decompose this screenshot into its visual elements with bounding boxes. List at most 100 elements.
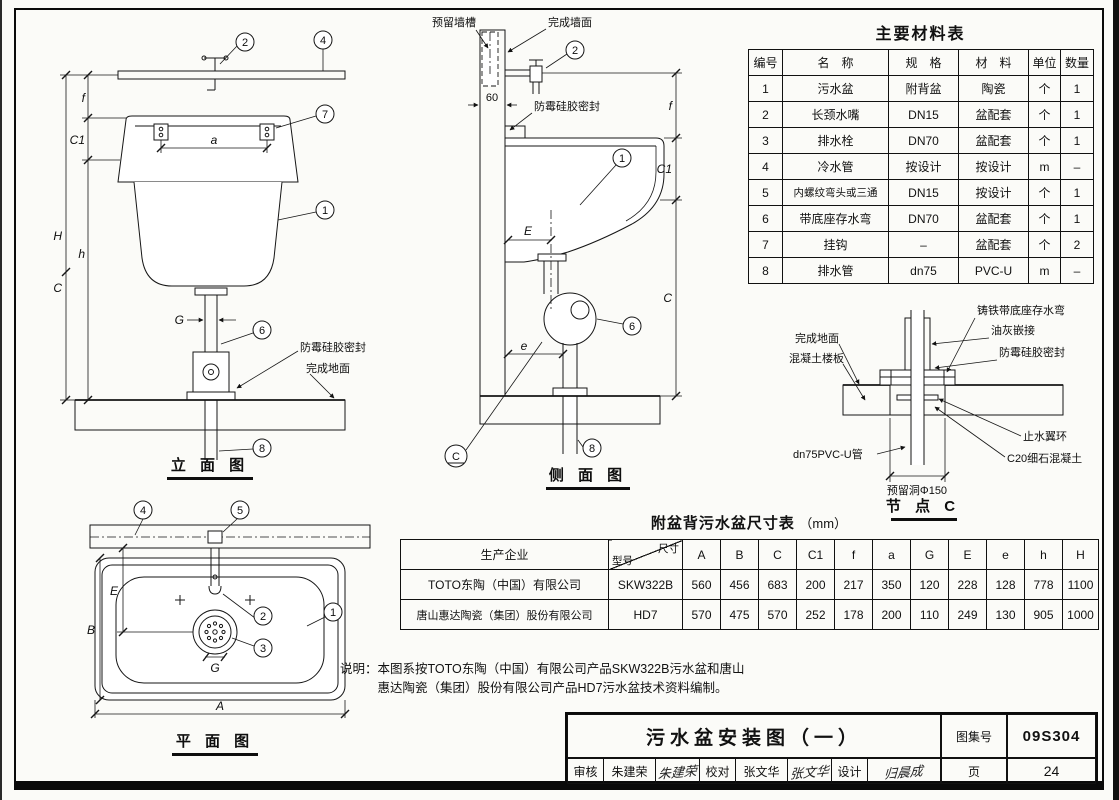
node-slab-label: 混凝土楼板 (789, 351, 844, 365)
dim-col-h: h (1024, 539, 1063, 570)
checker-label: 校对 (700, 759, 736, 783)
size-row-toto: TOTO东陶（中国）有限公司 SKW322B 560 456 683 200 2… (400, 569, 1099, 600)
dim-60-label: 60 (486, 92, 498, 104)
notes-line-2: 惠达陶瓷（集团）股份有限公司产品HD7污水盆技术资料编制。 (377, 681, 728, 696)
callout-7: 7 (322, 109, 328, 121)
dim-e-label: e (521, 339, 528, 353)
node-trap-label: 铸铁带底座存水弯 (977, 303, 1065, 317)
reviewer-signature: 朱建荣 (657, 763, 698, 783)
checker-name: 张文华 (736, 759, 788, 783)
elevation-callouts: 2 4 7 1 6 8 (218, 30, 335, 458)
dim-col-e: e (986, 539, 1025, 570)
checker-signature: 张文华 (789, 763, 830, 783)
side-sink-section (504, 137, 665, 294)
side-view-drawing: 60 E e (432, 15, 682, 490)
side-dim-60: 60 (468, 92, 517, 108)
side-dim-c-label: C (663, 291, 672, 305)
elevation-sink (117, 115, 299, 287)
elevation-dim-a: a (156, 133, 272, 153)
col-material: 材 料 (958, 49, 1029, 76)
designer-label: 设计 (832, 759, 868, 783)
dim-col-f: f (834, 539, 873, 570)
side-dim-f-label: f (669, 99, 674, 113)
side-section-mark: C (444, 341, 543, 468)
col-spec: 规 格 (888, 49, 959, 76)
col-qty: 数量 (1060, 49, 1094, 76)
plan-dim-chains: E B A (87, 543, 350, 719)
size-table-corner-cell: 尺寸 型号 (608, 539, 683, 570)
col-id: 编号 (748, 49, 783, 76)
elevation-title-underline (167, 477, 253, 480)
elevation-seal-label: 防霉硅胶密封 (300, 340, 366, 354)
plan-callout-1: 1 (330, 607, 336, 619)
node-view-title: 节 点 C (886, 497, 960, 515)
dim-col-G: G (910, 539, 949, 570)
elevation-dim-g: G (175, 313, 236, 327)
signature-row: 审核 朱建荣 朱建荣 校对 张文华 张文华 设计 归晨成 (567, 758, 941, 784)
elevation-supply-pipe (117, 70, 346, 80)
size-table-panel: 附盆背污水盆尺寸表 （mm） 生产企业 尺寸 型号 A B C C1 f a G… (400, 512, 1099, 630)
dim-g-label: G (175, 313, 184, 327)
dim-h-label: h (78, 247, 85, 261)
plan-dim-e-label: E (110, 584, 119, 598)
scan-edge-right (1113, 0, 1119, 800)
size-table-title-text: 附盆背污水盆尺寸表 (650, 515, 795, 532)
side-wall (479, 29, 506, 397)
section-mark-c: C (452, 451, 460, 463)
dim-col-E: E (948, 539, 987, 570)
plan-dim-g-label: G (210, 661, 219, 675)
callout-2: 2 (242, 37, 248, 49)
side-dim-e: e (503, 339, 568, 359)
node-putty-label: 油灰嵌接 (991, 323, 1035, 337)
atlas-number-label: 图集号 (941, 714, 1007, 758)
node-c-drawing: 预留洞Φ150 完成地面 混凝土楼板 铸铁带底座存水弯 油灰嵌接 防霉硅胶密封 … (789, 303, 1082, 521)
plan-faucet (175, 548, 255, 605)
dim-c1-label: C1 (70, 133, 85, 147)
side-trap (543, 292, 597, 454)
plan-callout-2: 2 (260, 611, 266, 623)
page-number: 24 (1007, 758, 1096, 784)
elevation-drain-trap (186, 287, 236, 401)
elevation-view-drawing: a G f C1 h H (53, 30, 366, 480)
dim-f-label: f (82, 91, 87, 105)
plan-view-drawing: G E B A 4 5 2 3 1 平 面 图 (87, 500, 371, 756)
side-dim-chain-right: f C1 C (542, 68, 682, 401)
side-callout-2: 2 (572, 45, 578, 57)
plan-drain (192, 609, 238, 655)
sheet-border (14, 8, 1104, 790)
col-name: 名 称 (782, 49, 889, 76)
dim-H-label: H (53, 229, 62, 243)
side-groove-label: 预留墙槽 (432, 15, 476, 29)
elevation-annotations: 防霉硅胶密封 完成地面 (236, 340, 366, 399)
node-annotations: 完成地面 混凝土楼板 铸铁带底座存水弯 油灰嵌接 防霉硅胶密封 止水翼环 C20… (789, 303, 1082, 465)
size-table-title: 附盆背污水盆尺寸表 （mm） (400, 512, 1098, 533)
elevation-floor (74, 399, 346, 460)
sheet-title: 污水盆安装图（一） (567, 714, 941, 758)
plan-title-underline (172, 753, 258, 756)
node-seal-label: 防霉硅胶密封 (999, 345, 1065, 359)
page-label: 页 (941, 758, 1007, 784)
reviewer-label: 审核 (568, 759, 604, 783)
model-header: 型号 (612, 555, 633, 567)
side-title-underline (546, 487, 630, 490)
node-hole-dim: 预留洞Φ150 (885, 418, 950, 497)
plan-callout-3: 3 (260, 643, 266, 655)
side-callout-1: 1 (619, 153, 625, 165)
plan-dim-G: G (202, 652, 228, 675)
designer-signature: 归晨成 (884, 763, 924, 783)
notes-block: 说明： 本图系按TOTO东陶（中国）有限公司产品SKW322B污水盆和唐山 惠达… (340, 660, 820, 699)
dim-col-C: C (758, 539, 797, 570)
notes-label: 说明： (340, 662, 378, 676)
plan-dim-b-label: B (87, 623, 95, 637)
elevation-dim-chains: f C1 h H C (53, 70, 126, 405)
side-callouts: 2 1 6 8 (545, 40, 642, 458)
size-table: 生产企业 尺寸 型号 A B C C1 f a G E e h H TOTO东陶… (400, 539, 1099, 630)
company-header: 生产企业 (400, 539, 609, 570)
